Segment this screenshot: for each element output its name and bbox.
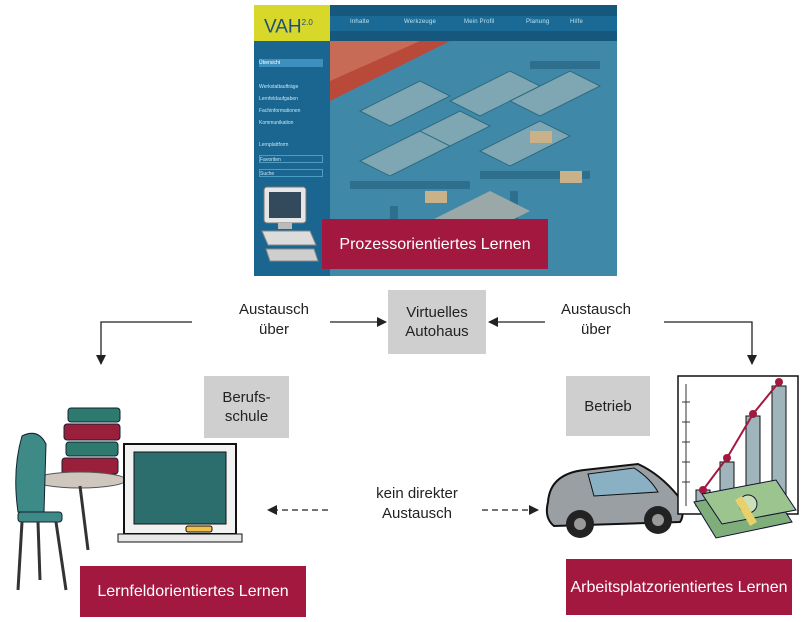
screenshot-side-item: Werkstattaufträge	[259, 84, 299, 90]
school-desk-icon	[15, 407, 127, 591]
chalkboard-icon	[117, 443, 243, 543]
car-icon	[545, 462, 684, 538]
austausch-left-label: Austausch über	[238, 301, 310, 338]
screenshot-side-item: Fachinformationen	[259, 108, 301, 114]
screenshot-side-item: Lernplattform	[259, 142, 289, 148]
growth-chart-icon	[677, 375, 799, 539]
arrow-left-down	[96, 321, 192, 365]
screenshot-top-nav: Inhalte Werkzeuge Mein Profil Planung Hi…	[330, 5, 617, 41]
screenshot-side-item: Favoriten	[259, 155, 323, 163]
berufsschule-box: Berufs- schule	[204, 376, 289, 438]
kein-austausch-label: kein direkter Austausch	[376, 485, 458, 522]
screenshot-nav-item: Inhalte	[350, 19, 370, 25]
betrieb-box: Betrieb	[566, 376, 650, 436]
austausch-right-label: Austausch über	[560, 301, 632, 338]
lernfeld-label: Lernfeldorientiertes Lernen	[80, 566, 306, 617]
books-stack-icon	[61, 407, 121, 475]
virtuelles-autohaus-box: Virtuelles Autohaus	[388, 290, 486, 354]
vah-logo: VAH2.0	[254, 5, 330, 41]
screenshot-nav-item: Werkzeuge	[404, 19, 437, 25]
screenshot-side-item: Suche	[259, 169, 323, 177]
screenshot-side-item: Übersicht	[259, 59, 323, 67]
prozess-label: Prozessorientiertes Lernen	[322, 219, 548, 269]
computer-icon	[261, 186, 319, 262]
screenshot-side-item: Kommunikation	[259, 120, 294, 126]
screenshot-nav-item: Planung	[526, 19, 550, 25]
arrow-right-down	[664, 321, 757, 365]
money-stack-icon	[693, 479, 797, 539]
screenshot-side-item: Lernfeldaufgaben	[259, 96, 298, 102]
screenshot-nav-item: Mein Profil	[464, 19, 495, 25]
screenshot-nav-item: Hilfe	[570, 19, 584, 25]
virtual-dealership-screenshot: VAH2.0 Inhalte Werkzeuge Mein Profil Pla…	[254, 5, 617, 276]
arbeitsplatz-label: Arbeitsplatzorientiertes Lernen	[566, 559, 792, 615]
